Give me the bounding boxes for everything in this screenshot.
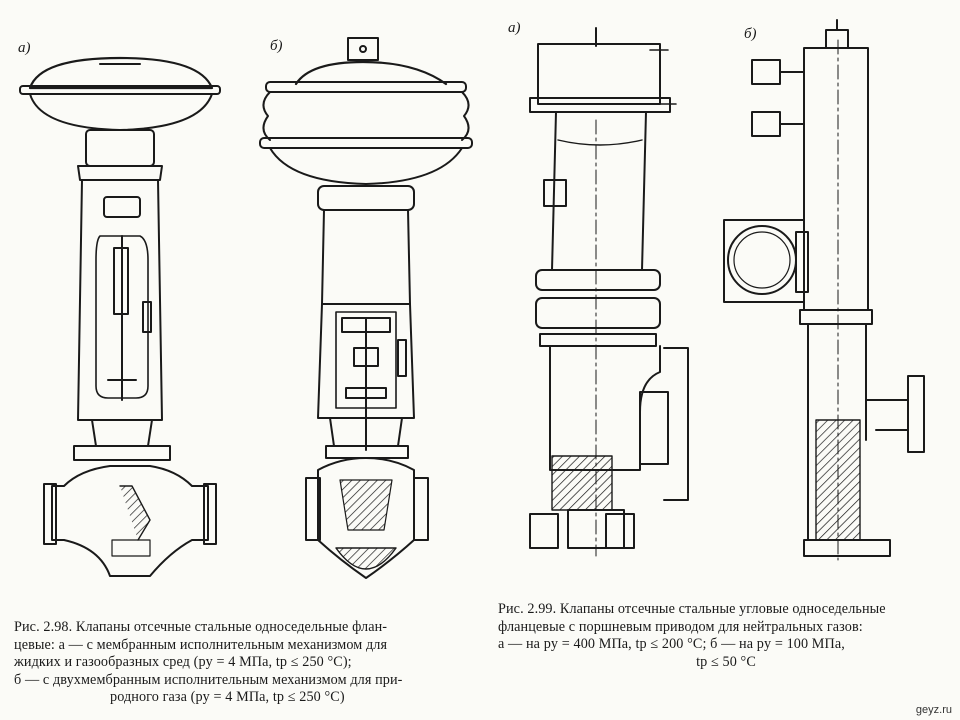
caption-line: цевые: а — с мембранным исполнительным м…: [14, 636, 388, 653]
valve-98b: [259, 37, 473, 579]
caption-line: Рис. 2.98. Клапаны отсечные стальные одн…: [14, 619, 388, 635]
caption-line: tр ≤ 50 °C: [696, 653, 756, 670]
valve-drawings: [19, 19, 925, 579]
caption-line: а — на pу = 400 МПа, tр ≤ 200 °C; б — на…: [498, 636, 845, 652]
caption-line: родного газа (pу = 4 МПа, tр ≤ 250 °C): [110, 689, 345, 705]
fig98-label-a: а): [18, 40, 31, 56]
caption-line: фланцевые с поршневым приводом для нейтр…: [498, 618, 863, 635]
fig99-label-b: б): [744, 26, 757, 42]
caption-line: б — с двухмембранным исполнительным меха…: [14, 671, 403, 688]
caption-line: жидких и газообразных сред (pу = 4 МПа, …: [14, 654, 352, 670]
valve-98a: [19, 56, 221, 577]
valve-99a: [529, 27, 689, 557]
fig98-label-b: б): [270, 38, 283, 54]
fig99-label-a: а): [508, 20, 521, 36]
caption-line: Рис. 2.99. Клапаны отсечные стальные угл…: [498, 601, 886, 617]
caption-fig-2-98: Рис. 2.98. Клапаны отсечные стальные одн…: [14, 619, 480, 707]
caption-fig-2-99: Рис. 2.99. Клапаны отсечные стальные угл…: [498, 601, 954, 671]
valve-99b: [723, 19, 925, 561]
watermark: geyz.ru: [915, 704, 952, 716]
